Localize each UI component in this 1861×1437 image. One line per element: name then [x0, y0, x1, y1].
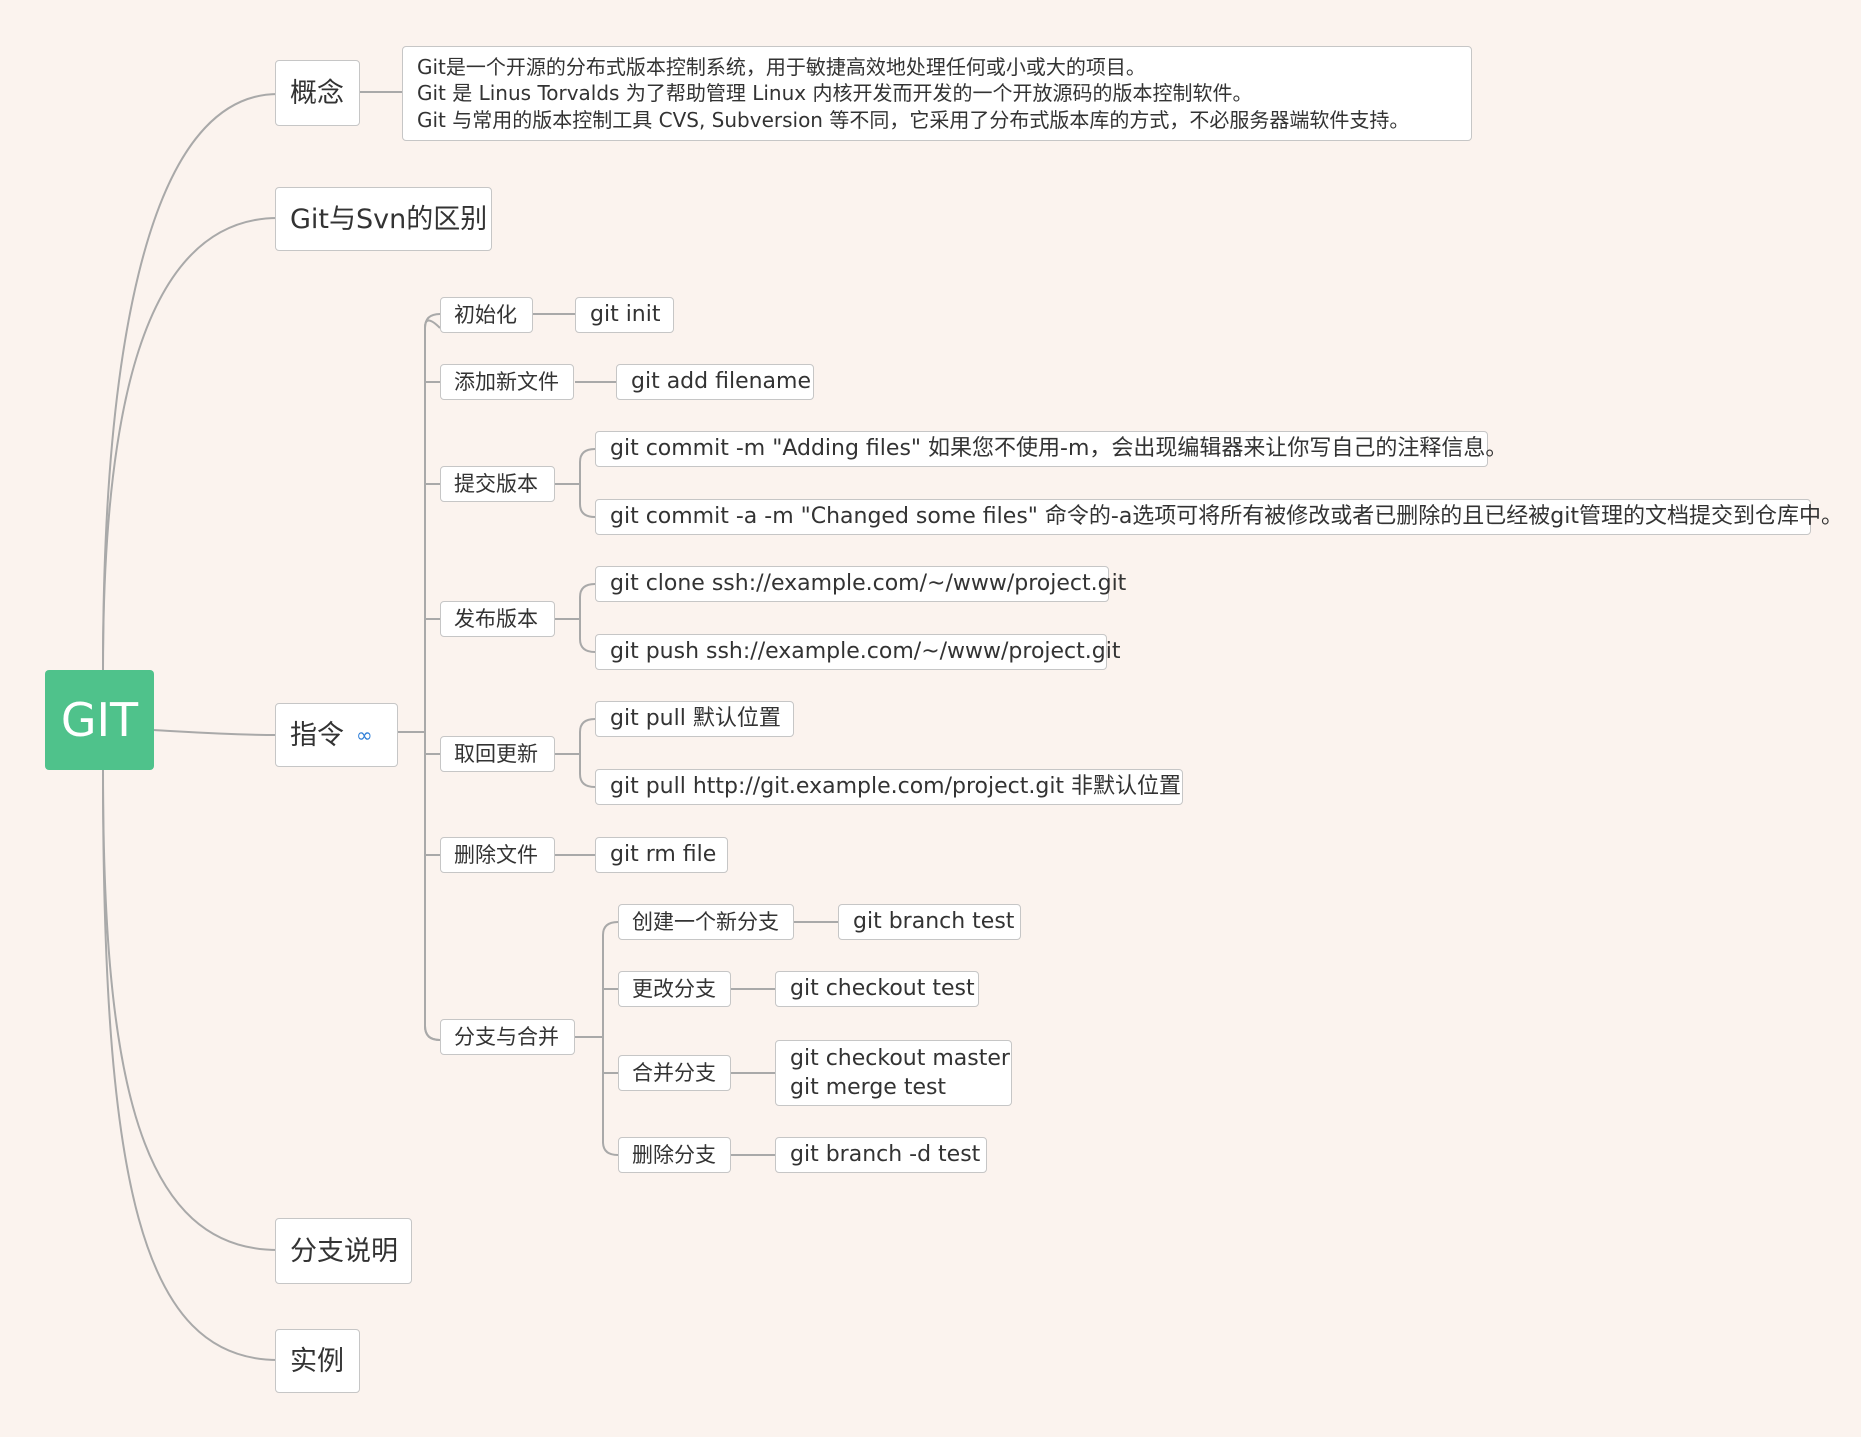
cmd-git-init-text: git init	[590, 302, 661, 327]
cmd-git-add[interactable]: git add filename	[616, 364, 814, 400]
branch-create-label: 创建一个新分支	[632, 909, 779, 934]
cmd-group-pull-label: 取回更新	[454, 741, 538, 766]
cmd-group-pull[interactable]: 取回更新	[440, 736, 555, 772]
topic-examples[interactable]: 实例	[275, 1329, 360, 1393]
cmd-group-add[interactable]: 添加新文件	[440, 364, 574, 400]
cmd-group-init[interactable]: 初始化	[440, 297, 533, 333]
cmd-git-pull-default-text: git pull 默认位置	[610, 706, 781, 731]
topic-concept-label: 概念	[290, 77, 344, 109]
cmd-git-merge[interactable]: git checkout master git merge test	[775, 1040, 1012, 1106]
branch-merge-label: 合并分支	[632, 1060, 716, 1085]
cmd-group-commit-label: 提交版本	[454, 471, 538, 496]
cmd-git-push[interactable]: git push ssh://example.com/~/www/project…	[595, 634, 1120, 670]
cmd-git-commit-a-text: git commit -a -m "Changed some files" 命令…	[610, 504, 1844, 529]
cmd-group-remove-label: 删除文件	[454, 842, 538, 867]
cmd-git-branch[interactable]: git branch test	[838, 904, 1021, 940]
root-label: GIT	[60, 693, 139, 747]
topic-branch-notes[interactable]: 分支说明	[275, 1218, 412, 1284]
topic-examples-label: 实例	[290, 1345, 344, 1377]
cmd-git-add-text: git add filename	[631, 369, 811, 394]
cmd-group-branching-label: 分支与合并	[454, 1024, 559, 1049]
topic-branch-notes-label: 分支说明	[290, 1235, 398, 1267]
concept-line-3: Git 与常用的版本控制工具 CVS, Subversion 等不同，它采用了分…	[417, 107, 1410, 132]
cmd-git-pull-url-text: git pull http://git.example.com/project.…	[610, 774, 1182, 799]
connector-root-diff	[102, 217, 279, 671]
cmd-git-checkout-master-text: git checkout master	[790, 1045, 1010, 1071]
cmd-git-branch-d[interactable]: git branch -d test	[775, 1137, 987, 1173]
branch-create[interactable]: 创建一个新分支	[618, 904, 794, 940]
cmd-group-remove[interactable]: 删除文件	[440, 837, 555, 873]
cmd-git-commit-m-text: git commit -m "Adding files" 如果您不使用-m，会出…	[610, 436, 1508, 461]
branch-merge[interactable]: 合并分支	[618, 1055, 731, 1091]
cmd-git-pull-default[interactable]: git pull 默认位置	[595, 701, 794, 737]
link-icon[interactable]: ∞	[356, 723, 373, 747]
connector-root-examples	[102, 769, 279, 1361]
topic-commands-label: 指令	[290, 719, 344, 751]
branch-change[interactable]: 更改分支	[618, 971, 731, 1007]
branch-delete[interactable]: 删除分支	[618, 1137, 731, 1173]
cmd-git-init[interactable]: git init	[575, 297, 674, 333]
cmd-git-push-text: git push ssh://example.com/~/www/project…	[610, 639, 1121, 664]
connector-root-branch-notes	[102, 769, 279, 1251]
cmd-group-commit[interactable]: 提交版本	[440, 466, 555, 502]
connector-root-commands	[152, 729, 279, 736]
cmd-git-commit-m[interactable]: git commit -m "Adding files" 如果您不使用-m，会出…	[595, 431, 1507, 467]
topic-git-vs-svn-label: Git与Svn的区别	[290, 203, 488, 235]
connector-commands-spine	[424, 319, 441, 1041]
cmd-git-branch-d-text: git branch -d test	[790, 1142, 981, 1167]
concept-description[interactable]: Git是一个开源的分布式版本控制系统，用于敏捷高效地处理任何或小或大的项目。 G…	[402, 46, 1472, 141]
cmd-group-publish[interactable]: 发布版本	[440, 601, 555, 637]
cmd-git-checkout[interactable]: git checkout test	[775, 971, 979, 1007]
concept-line-2: Git 是 Linus Torvalds 为了帮助管理 Linux 内核开发而开…	[417, 81, 1253, 106]
cmd-git-rm-text: git rm file	[610, 842, 717, 867]
connector-root-concept	[102, 93, 279, 671]
cmd-group-add-label: 添加新文件	[454, 369, 559, 394]
cmd-git-pull-url[interactable]: git pull http://git.example.com/project.…	[595, 769, 1183, 805]
cmd-git-branch-text: git branch test	[853, 909, 1015, 934]
cmd-git-clone-text: git clone ssh://example.com/~/www/projec…	[610, 571, 1127, 596]
branch-delete-label: 删除分支	[632, 1142, 716, 1167]
branch-change-label: 更改分支	[632, 976, 716, 1001]
cmd-git-merge-text: git merge test	[790, 1075, 947, 1100]
topic-commands[interactable]: 指令 ∞	[275, 703, 398, 767]
cmd-git-rm[interactable]: git rm file	[595, 837, 728, 873]
cmd-git-clone[interactable]: git clone ssh://example.com/~/www/projec…	[595, 566, 1126, 602]
concept-line-1: Git是一个开源的分布式版本控制系统，用于敏捷高效地处理任何或小或大的项目。	[417, 54, 1146, 79]
cmd-group-branching[interactable]: 分支与合并	[440, 1019, 575, 1055]
root-node[interactable]: GIT	[45, 670, 154, 770]
cmd-group-init-label: 初始化	[454, 302, 517, 327]
cmd-group-publish-label: 发布版本	[454, 606, 538, 631]
cmd-git-checkout-text: git checkout test	[790, 976, 975, 1001]
cmd-git-commit-a[interactable]: git commit -a -m "Changed some files" 命令…	[595, 499, 1843, 535]
topic-concept[interactable]: 概念	[275, 60, 360, 126]
topic-git-vs-svn[interactable]: Git与Svn的区别	[275, 187, 492, 251]
